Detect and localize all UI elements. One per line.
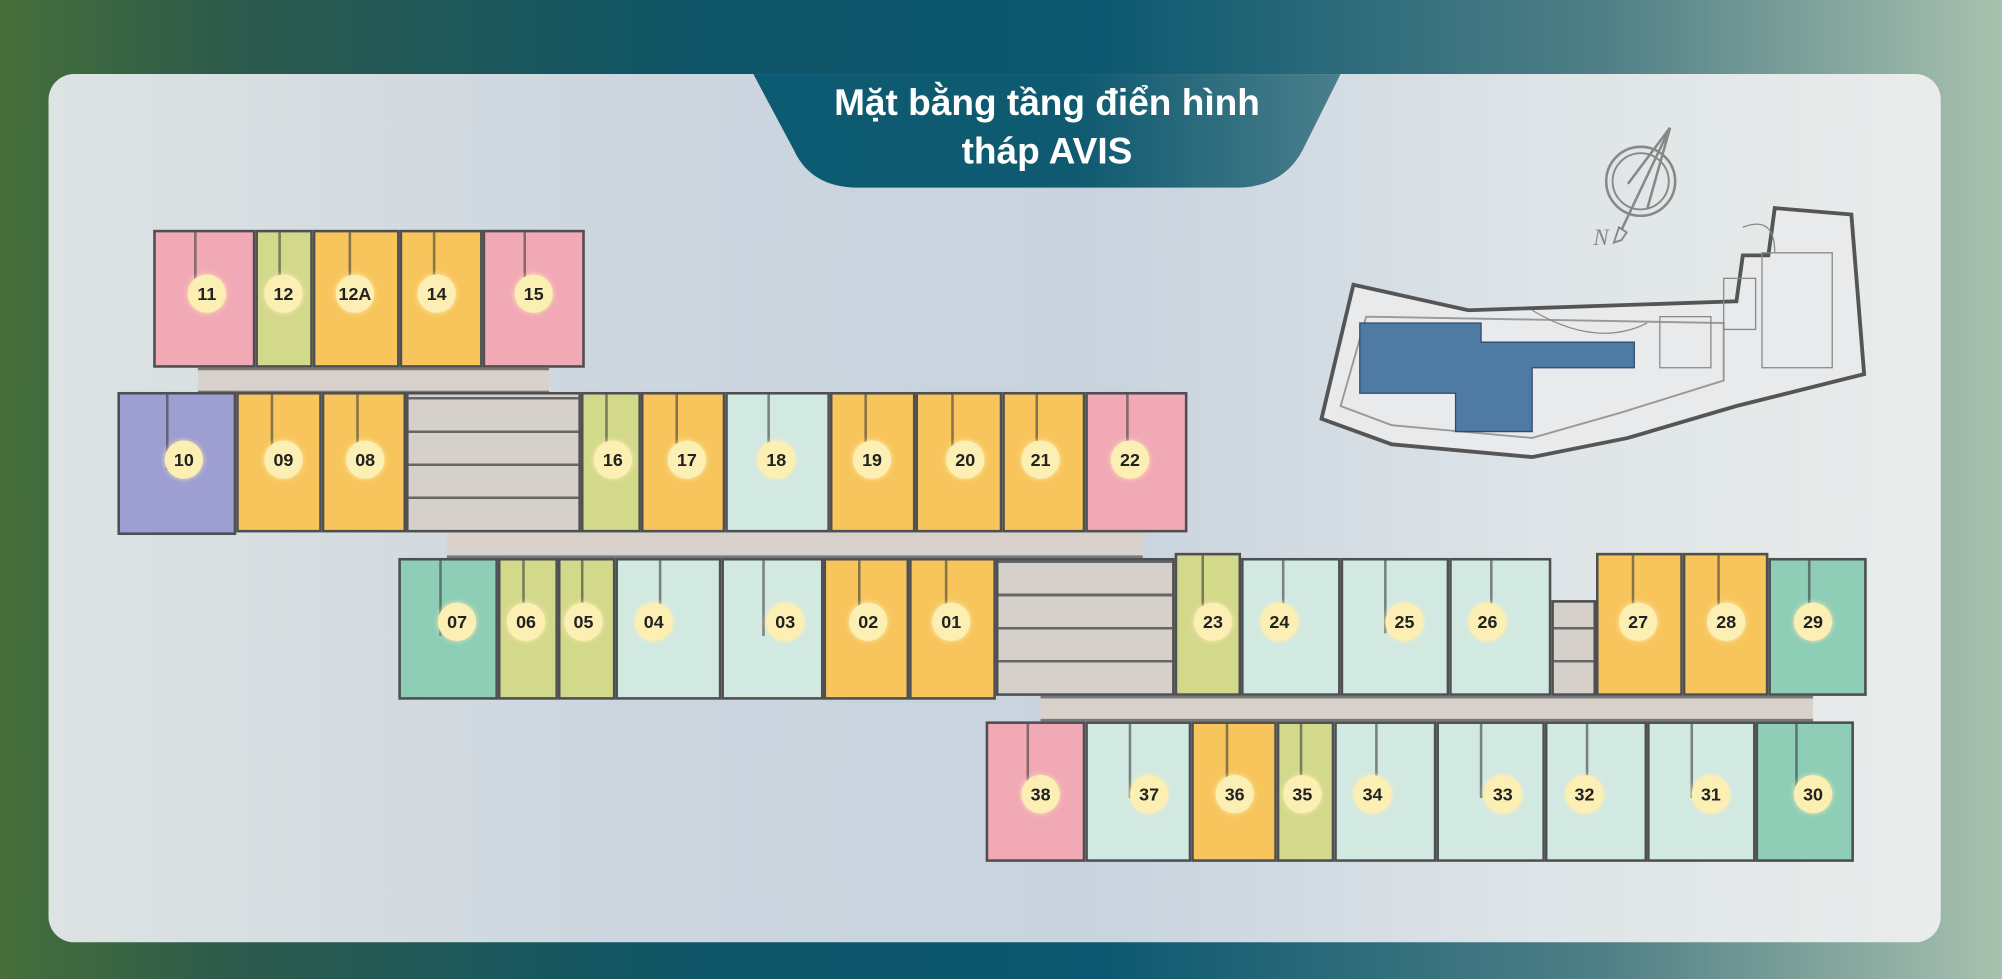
corridor-top	[197, 367, 550, 394]
unit-label: 08	[346, 440, 385, 479]
stairwell-east	[1551, 600, 1596, 696]
unit-label: 35	[1283, 775, 1322, 814]
unit-label: 31	[1691, 775, 1731, 814]
unit-label: 04	[634, 602, 673, 641]
unit-label: 37	[1129, 775, 1169, 814]
unit-label: 34	[1353, 775, 1392, 814]
unit-label: 14	[417, 274, 456, 313]
unit-label: 17	[667, 440, 707, 479]
unit-label: 23	[1193, 602, 1233, 641]
unit-label: 30	[1793, 775, 1833, 814]
unit-label: 02	[849, 602, 888, 641]
unit-label: 22	[1110, 440, 1150, 479]
unit-label: 01	[932, 602, 971, 641]
unit-label: 12	[264, 274, 303, 313]
title-line-2: tháp AVIS	[961, 131, 1133, 173]
unit-label: 26	[1468, 602, 1507, 641]
unit-label: 28	[1707, 602, 1746, 641]
unit-label: 33	[1483, 775, 1522, 814]
unit-label: 18	[757, 440, 796, 479]
page-title: Mặt bằng tầng điển hình tháp AVIS	[753, 79, 1340, 176]
unit-label: 15	[514, 274, 553, 313]
unit-label: 16	[593, 440, 633, 479]
unit-label: 03	[766, 602, 805, 641]
unit-label: 20	[946, 440, 985, 479]
corridor-middle	[446, 529, 1143, 558]
unit-label: 27	[1618, 602, 1658, 641]
corridor-bottom	[1040, 695, 1814, 722]
unit-label: 25	[1385, 602, 1424, 641]
compass-north-label: N	[1592, 225, 1610, 250]
compass-icon: N	[1592, 126, 1677, 250]
unit-09[interactable]	[236, 391, 322, 533]
unit-label: 24	[1260, 602, 1299, 641]
unit-label: 32	[1565, 775, 1604, 814]
site-plan-thumbnail	[1319, 206, 1867, 460]
unit-11[interactable]	[153, 229, 256, 368]
unit-label: 21	[1021, 440, 1060, 479]
unit-label: 07	[437, 602, 477, 641]
unit-29[interactable]	[1768, 557, 1867, 696]
title-tab	[753, 74, 1340, 189]
title-line-1: Mặt bằng tầng điển hình	[834, 82, 1260, 124]
unit-label: 06	[506, 602, 546, 641]
unit-label: 12A	[335, 274, 375, 313]
unit-label: 09	[264, 440, 303, 479]
unit-label: 11	[187, 274, 226, 313]
unit-12A[interactable]	[312, 229, 400, 368]
unit-label: 38	[1021, 775, 1060, 814]
unit-label: 05	[564, 602, 603, 641]
elevator-core-west	[406, 391, 581, 533]
unit-label: 36	[1215, 775, 1254, 814]
unit-label: 29	[1793, 602, 1833, 641]
unit-label: 19	[852, 440, 892, 479]
elevator-core-east	[995, 557, 1175, 696]
unit-label: 10	[164, 440, 204, 479]
